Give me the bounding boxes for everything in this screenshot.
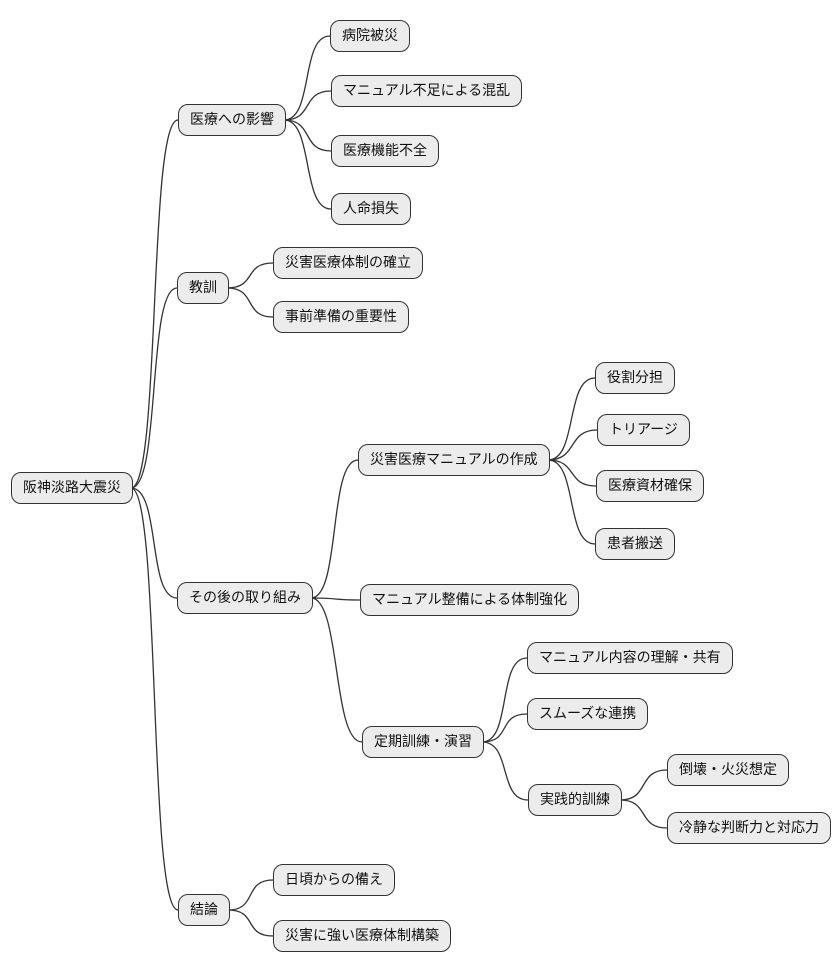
node-conclusion: 結論 (178, 894, 230, 926)
node-role-assignment: 役割分担 (595, 362, 675, 394)
node-medical-impact: 医療への影響 (178, 104, 286, 136)
edge-efforts-manual-creation (310, 459, 359, 599)
edge-training-understanding (481, 657, 528, 743)
node-medical-dysfunction: 医療機能不全 (331, 135, 439, 167)
edge-efforts-strengthening (310, 597, 361, 601)
edge-manual-triage (547, 429, 598, 461)
node-resilient-medical-system: 災害に強い医療体制構築 (273, 920, 451, 952)
node-hospital-damage: 病院被災 (330, 20, 410, 52)
node-disaster-manual-creation: 災害医療マニュアルの作成 (358, 444, 550, 476)
edge-conclusion-resilient (227, 909, 274, 937)
edge-conclusion-daily (227, 879, 274, 911)
edge-impact-hospital-damage (283, 35, 331, 121)
node-calm-judgment: 冷静な判断力と対応力 (667, 812, 831, 844)
node-triage: トリアージ (597, 414, 690, 446)
edge-manual-role (547, 377, 596, 461)
node-collapse-fire-scenario: 倒壊・火災想定 (667, 754, 789, 786)
node-system-strengthening: マニュアル整備による体制強化 (360, 584, 580, 616)
node-manual-shortage-confusion: マニュアル不足による混乱 (331, 75, 523, 107)
node-lessons: 教訓 (177, 272, 229, 304)
edge-training-cooperation (481, 713, 528, 743)
node-regular-training: 定期訓練・演習 (362, 726, 484, 758)
edge-root-lessons (130, 287, 178, 489)
node-later-efforts: その後の取り組み (177, 582, 313, 614)
edge-root-conclusion (130, 487, 179, 911)
edge-root-medical-impact (130, 119, 179, 489)
edge-impact-loss-of-life (283, 119, 332, 210)
edge-manual-transport (547, 459, 596, 545)
edge-practical-calm-judgment (619, 799, 668, 829)
node-practical-training: 実践的訓練 (528, 784, 622, 816)
node-patient-transport: 患者搬送 (595, 528, 675, 560)
node-loss-of-life: 人命損失 (331, 193, 411, 225)
node-daily-preparedness: 日頃からの備え (273, 864, 395, 896)
node-disaster-medical-system: 災害医療体制の確立 (273, 247, 423, 279)
edge-root-later-efforts (130, 487, 178, 599)
edge-efforts-training (310, 597, 363, 743)
node-manual-understanding: マニュアル内容の理解・共有 (527, 642, 733, 674)
edge-training-practical (481, 741, 529, 801)
edge-impact-manual-shortage (283, 90, 332, 121)
edge-manual-supplies (547, 459, 597, 487)
edge-lessons-preparation (226, 287, 274, 318)
node-advance-preparation: 事前準備の重要性 (273, 301, 409, 333)
edge-lessons-system (226, 262, 274, 289)
node-root: 阪神淡路大震災 (11, 472, 133, 504)
node-smooth-cooperation: スムーズな連携 (527, 698, 649, 730)
edge-practical-collapse-fire (619, 769, 668, 801)
node-medical-supplies: 医療資材確保 (596, 470, 704, 502)
edge-impact-dysfunction (283, 119, 332, 152)
